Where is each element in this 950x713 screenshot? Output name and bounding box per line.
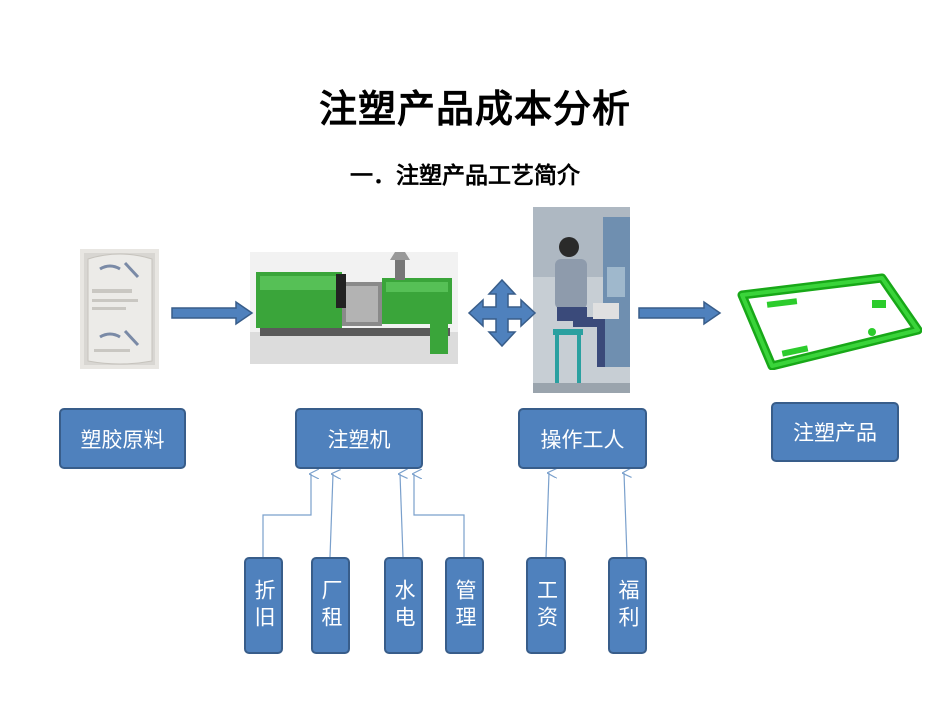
cost-utilities: 水电: [384, 557, 423, 654]
arrow-worker-to-product: [638, 300, 722, 326]
section-subtitle: 一．注塑产品工艺简介: [350, 163, 580, 189]
cost-welfare-label: 福利: [616, 578, 640, 633]
connector-depreciation: [262, 474, 311, 557]
cost-utilities-label: 水电: [392, 578, 416, 633]
raw-material-node: 塑胶原料: [59, 408, 186, 469]
cost-rent: 厂租: [311, 557, 350, 654]
connector-management: [414, 474, 465, 557]
cost-depreciation-label: 折旧: [252, 578, 276, 633]
machine-label: 注塑机: [327, 427, 391, 452]
product-frame-image: [737, 273, 922, 370]
connector-welfare: [624, 473, 627, 558]
machine-node: 注塑机: [295, 408, 423, 469]
cost-depreciation: 折旧: [244, 557, 283, 654]
cost-rent-label: 厂租: [319, 578, 343, 633]
connector-rent: [329, 474, 333, 558]
worker-label: 操作工人: [540, 427, 625, 452]
worker-image: [533, 207, 630, 393]
raw-material-label: 塑胶原料: [80, 427, 165, 452]
connector-utilities: [400, 474, 403, 558]
product-label: 注塑产品: [793, 421, 877, 445]
cost-management-label: 管理: [453, 578, 477, 633]
worker-node: 操作工人: [518, 408, 647, 469]
arrow-material-to-machine: [171, 300, 254, 326]
cost-wages: 工资: [526, 557, 566, 654]
cost-wages-label: 工资: [534, 578, 559, 633]
cost-management: 管理: [445, 557, 484, 654]
injection-machine-image: [250, 252, 458, 364]
four-way-arrow: [467, 278, 537, 348]
raw-material-bag-image: [80, 249, 159, 369]
cost-welfare: 福利: [608, 557, 647, 654]
connector-wages: [545, 473, 549, 558]
product-node: 注塑产品: [771, 402, 899, 462]
page-title: 注塑产品成本分析: [318, 87, 631, 131]
